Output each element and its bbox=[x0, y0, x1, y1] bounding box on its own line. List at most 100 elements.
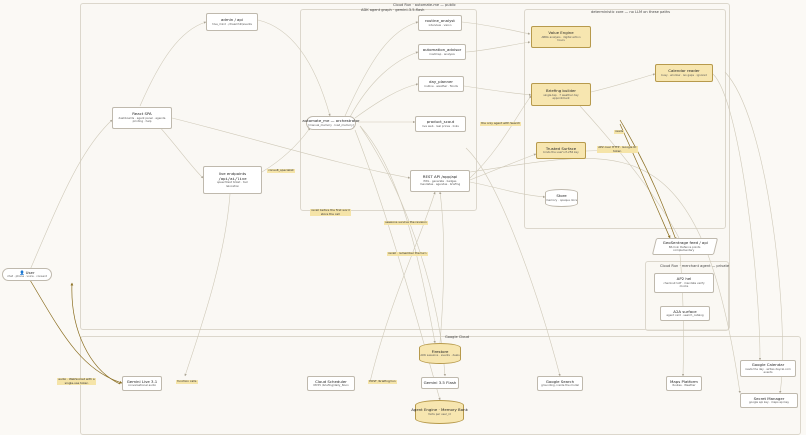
edge-orch-advisor bbox=[349, 51, 419, 118]
group-cloud-run-main-label: Cloud Run · automate-me — public bbox=[393, 3, 456, 7]
edge-label-ap2-http-line2: token bbox=[613, 148, 622, 153]
admin-api-sub: hive_mind · /dreamhill/events bbox=[212, 21, 252, 26]
maps-platform-sub: Routes · Weather bbox=[672, 383, 696, 388]
edge-trusted-geo-strong bbox=[619, 123, 671, 239]
routine-analyst-node[interactable]: routine_analyst interview · vision bbox=[418, 15, 462, 31]
ap2-hel-node[interactable]: AP2 hel checkout UAT · mandate verify mo… bbox=[654, 273, 714, 293]
product-scout-title: product_scout bbox=[426, 119, 455, 125]
live-endpoints-node[interactable]: live endpoints /api/ai/live speechtext t… bbox=[203, 166, 262, 194]
orchestrator-sub: [manual_memory · load_memory] bbox=[308, 122, 354, 127]
edge-firestore-rest bbox=[439, 191, 445, 344]
store-node[interactable]: Store memory · opaque docs bbox=[545, 189, 578, 207]
admin-api-node[interactable]: admin / api hive_mind · /dreamhill/event… bbox=[206, 13, 258, 31]
cloud-scheduler-sub: 08:55 /briefing/daily_Noon bbox=[313, 383, 349, 388]
calendar-reader-node[interactable]: Calendar reader busy · window · iso gaps… bbox=[655, 64, 713, 82]
edge-label-ap2-http: AP2 over HTTP · Google ID token bbox=[597, 145, 638, 154]
google-search-sub: grounding, inside the model bbox=[541, 383, 579, 388]
edge-spa-admin bbox=[139, 21, 207, 107]
edge-orch-firestore bbox=[359, 125, 436, 344]
day-planner-title: day_planner bbox=[429, 79, 453, 85]
agent-engine-node[interactable]: Agent Engine · Memory Bank facts per use… bbox=[411, 400, 468, 424]
secret-manager-title: Secret Manager bbox=[753, 395, 785, 401]
a2a-surface-node[interactable]: A2A surface agent card · search_catalog bbox=[660, 306, 710, 321]
rest-api-sub2: mandates · agendas · briefing bbox=[419, 182, 461, 187]
react-spa-sub2: printing · help bbox=[132, 119, 152, 124]
automation-advisor-title: automation_advisor bbox=[422, 47, 462, 53]
cloud-scheduler-node[interactable]: Cloud Scheduler 08:55 /briefing/daily_No… bbox=[307, 376, 355, 391]
calendar-reader-title: Calendar reader bbox=[668, 68, 700, 74]
edge-rest-briefing bbox=[469, 95, 532, 179]
edge-user-live-audio bbox=[29, 279, 123, 384]
gemini-live-node[interactable]: Gemini Live 3.1 conversational audio bbox=[122, 376, 162, 391]
edge-calendar-google bbox=[712, 73, 762, 361]
geotesting-feed-sub2: complementary bbox=[673, 247, 695, 252]
orchestrator-node[interactable]: automate_me — orchestrator [manual_memor… bbox=[302, 116, 360, 130]
edge-advisor-value bbox=[465, 41, 531, 53]
edge-label-audio-ws-line1: audio · WebSocket with a bbox=[58, 377, 95, 381]
edge-label-recall-first: recall before the first word store the c… bbox=[310, 208, 351, 217]
gemini-live-title: Gemini Live 3.1 bbox=[126, 378, 158, 384]
edge-label-reads: reads bbox=[614, 129, 625, 134]
react-spa-sub1: dashboards · agent panel · agenda bbox=[118, 116, 166, 120]
edge-label-function-calls: function calls bbox=[176, 379, 198, 384]
store-sub: memory · opaque docs bbox=[546, 197, 577, 202]
edge-label-ap2-http-line1: AP2 over HTTP · Google ID bbox=[598, 145, 637, 149]
a2a-surface-title: A2A surface bbox=[673, 308, 697, 314]
product-scout-node[interactable]: product_scout live web · real prices · l… bbox=[415, 116, 466, 132]
store-title: Store bbox=[556, 193, 567, 199]
gemini-flash-node[interactable]: Gemini 3.5 Flash bbox=[421, 377, 459, 389]
edge-label-audio-ws-line2: single-use token bbox=[64, 380, 89, 385]
edge-calendar-geo-strong bbox=[619, 119, 677, 241]
edge-spa-live bbox=[157, 124, 204, 179]
value-engine-title: Value Engine bbox=[548, 30, 574, 36]
live-endpoints-code: /api/ai/live bbox=[218, 175, 247, 181]
edge-label-recall-first-line1: recall before the first word bbox=[311, 208, 350, 212]
routine-analyst-title: routine_analyst bbox=[425, 18, 455, 24]
google-search-node[interactable]: Google Search grounding, inside the mode… bbox=[537, 376, 583, 391]
agent-engine-title: Agent Engine · Memory Bank bbox=[411, 407, 468, 413]
edge-orch-routine bbox=[344, 21, 419, 117]
gemini-flash-title: Gemini 3.5 Flash bbox=[423, 379, 457, 385]
rest-api-sub1: PWL · generate · badges bbox=[423, 179, 457, 183]
edge-rest-store bbox=[469, 181, 546, 199]
cloud-scheduler-title: Cloud Scheduler bbox=[315, 378, 347, 384]
edge-live-orch bbox=[261, 127, 311, 173]
gemini-live-sub: conversational audio bbox=[127, 383, 157, 388]
edge-label-only-agent: the only agent with Search bbox=[480, 121, 522, 126]
edge-user-spa bbox=[29, 119, 113, 271]
geotesting-feed-node[interactable]: GeoSentrage feed / api NS Coin Defence p… bbox=[651, 238, 719, 255]
group-cloud-run-merchant-label: Cloud Run · merchant agent — private bbox=[660, 264, 730, 268]
edge-orch-day bbox=[354, 83, 419, 119]
user-icon: 👤 bbox=[19, 269, 25, 275]
briefing-builder-node[interactable]: Briefing builder single-tap · 7 weather … bbox=[531, 83, 591, 106]
automation-advisor-node[interactable]: automation_advisor roadmap · analysis bbox=[418, 44, 466, 60]
edge-orch-engine bbox=[354, 129, 441, 401]
trusted-surface-node[interactable]: Trusted Surface binds the user's P-256 k… bbox=[536, 142, 586, 159]
rest-api-node[interactable]: REST API /app/api PWL · generate · badge… bbox=[410, 170, 470, 192]
user-node[interactable]: 👤 User chat · phone · voice · consent bbox=[2, 268, 52, 281]
ap2-hel-title: AP2 hel bbox=[676, 276, 692, 282]
edge-rest-secret bbox=[469, 158, 741, 394]
value-engine-sub2: hours bbox=[557, 38, 565, 43]
value-engine-node[interactable]: Value Engine ABRA analysis · digital act… bbox=[531, 26, 591, 48]
google-calendar-node[interactable]: Google Calendar reads the day · writes d… bbox=[740, 360, 796, 377]
edge-live-gemini bbox=[184, 193, 231, 377]
maps-platform-node[interactable]: Maps Platform Routes · Weather bbox=[666, 376, 702, 391]
secret-manager-node[interactable]: Secret Manager google api key · maps api… bbox=[740, 393, 798, 408]
edge-admin-orch bbox=[257, 19, 331, 117]
automation-advisor-sub: roadmap · analysis bbox=[429, 51, 455, 56]
firestore-node[interactable]: Firestore ADK sessions · events · deals bbox=[419, 343, 461, 364]
rest-api-title: REST API /app/api bbox=[422, 174, 458, 180]
react-spa-node[interactable]: React SPA dashboards · agent panel · age… bbox=[112, 107, 172, 129]
google-calendar-sub1: reads the day · writes daycal.com bbox=[745, 366, 791, 371]
day-planner-node[interactable]: day_planner routine · weather · floods bbox=[418, 76, 464, 92]
edge-label-sessions-survive: sessions survive the revision bbox=[384, 220, 428, 225]
edge-gemini-live-back bbox=[70, 282, 121, 385]
day-planner-sub: routine · weather · floods bbox=[424, 83, 458, 88]
edge-label-post-briefings: POST /briefing/run bbox=[368, 379, 397, 384]
orchestrator-title: automate_me — orchestrator bbox=[302, 118, 360, 124]
product-scout-sub: live web · real prices · links bbox=[422, 123, 459, 128]
edge-label-consult-specialist: consult_specialist bbox=[267, 168, 295, 173]
edge-scheduler-rest bbox=[369, 191, 436, 383]
maps-platform-title: Maps Platform bbox=[670, 378, 698, 384]
